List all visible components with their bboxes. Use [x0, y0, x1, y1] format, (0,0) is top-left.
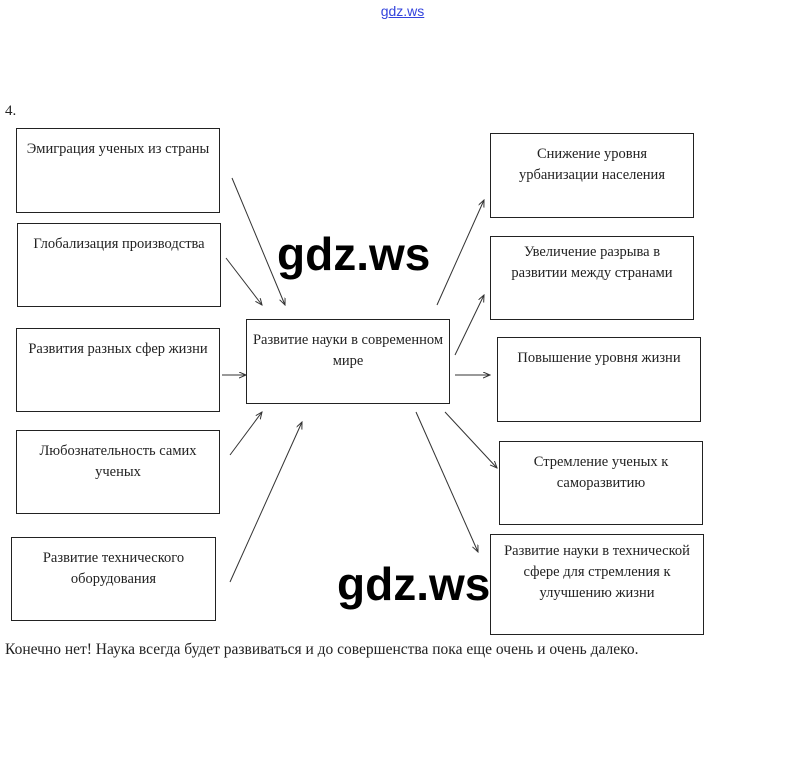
arrow — [231, 177, 285, 305]
arrow — [436, 200, 484, 306]
watermark: gdz.ws — [337, 558, 491, 610]
cause-box: Эмиграция ученых из страны — [16, 128, 220, 213]
arrow — [225, 257, 262, 305]
arrow — [229, 422, 302, 583]
cause-box: Глобализация производства — [17, 223, 221, 307]
watermark: gdz.ws — [277, 228, 431, 280]
effect-box: Увеличение разрыва в развитии между стра… — [490, 236, 694, 320]
task-number: 4. — [5, 103, 17, 119]
effect-box: Повышение уровня жизни — [497, 337, 701, 422]
arrow — [415, 411, 478, 552]
answer-text: Конечно нет! Наука всегда будет развиват… — [5, 641, 639, 658]
effect-box: Снижение уровня урбанизации населения — [490, 133, 694, 218]
cause-box: Любознательность самих ученых — [16, 430, 220, 514]
arrow — [444, 411, 497, 468]
arrow — [229, 412, 262, 456]
effect-box: Стремление ученых к саморазвитию — [499, 441, 703, 525]
effect-box: Развитие науки в технической сфере для с… — [490, 534, 704, 635]
cause-box: Развитие технического оборудования — [11, 537, 216, 621]
arrow — [454, 295, 484, 356]
center-box: Развитие науки в современном мире — [246, 319, 450, 404]
cause-box: Развития разных сфер жизни — [16, 328, 220, 412]
site-link[interactable]: gdz.ws — [380, 3, 425, 19]
